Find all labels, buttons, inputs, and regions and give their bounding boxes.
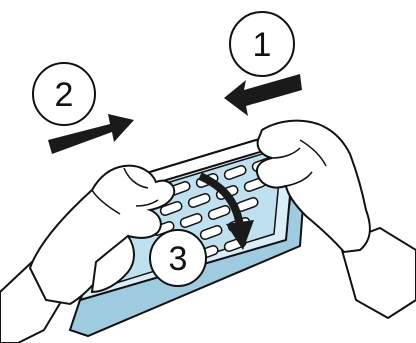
step-3: 3 [150,230,206,286]
step-number: 2 [55,76,74,114]
step-1: 1 [230,12,294,76]
arrow-left-icon [224,74,302,116]
step-number: 1 [253,26,272,64]
step-2: 2 [33,63,95,125]
step-number: 3 [169,240,188,278]
